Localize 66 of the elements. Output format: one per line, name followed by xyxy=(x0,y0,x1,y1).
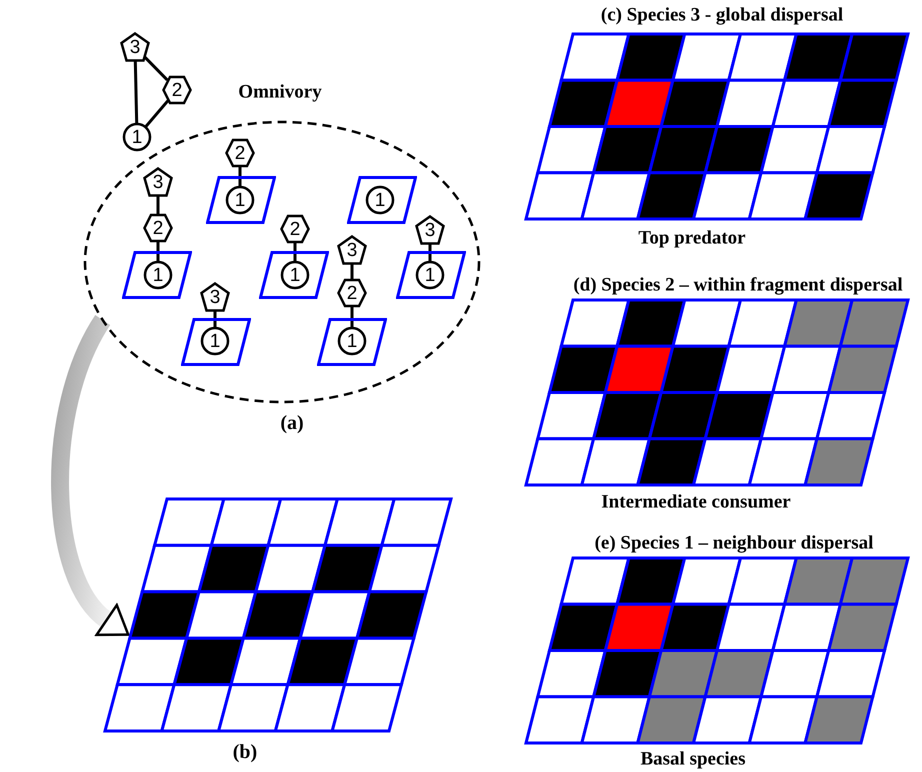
panel-letter: (b) xyxy=(232,742,258,762)
species-number: 3 xyxy=(424,220,436,240)
species-number: 1 xyxy=(152,266,164,284)
link-line xyxy=(144,56,168,82)
species-number: 2 xyxy=(234,144,246,162)
hexagon-node xyxy=(280,214,310,244)
species-number: 3 xyxy=(210,288,220,306)
species-number: 2 xyxy=(290,220,300,238)
circle-node xyxy=(365,185,395,215)
pentagon-node xyxy=(143,167,173,197)
panel-title: (c) Species 3 - global dispersal xyxy=(600,6,844,24)
habitat-patch xyxy=(181,318,251,366)
link-line xyxy=(156,196,160,214)
link-line xyxy=(294,243,296,261)
species-number: 1 xyxy=(424,266,436,284)
pentagon-node xyxy=(120,32,150,62)
panel-caption: Top predator xyxy=(638,228,746,248)
link-line xyxy=(156,242,160,261)
species-number: 1 xyxy=(346,332,358,350)
species-number: 1 xyxy=(290,266,300,284)
link-line xyxy=(144,100,170,128)
dashed-ellipse xyxy=(83,120,481,404)
species-number: 1 xyxy=(374,190,386,210)
panel-caption: Intermediate consumer xyxy=(601,492,791,512)
panel-title: (d) Species 2 – within fragment dispersal xyxy=(573,276,903,294)
panel-caption: Basal species xyxy=(640,750,746,768)
species-number: 2 xyxy=(152,218,164,238)
pentagon-node xyxy=(200,282,230,312)
panel-letter: (a) xyxy=(280,413,304,433)
species-number: 2 xyxy=(172,80,182,100)
species-number: 3 xyxy=(152,172,164,192)
hexagon-node xyxy=(337,278,367,308)
pentagon-node xyxy=(337,235,367,265)
circle-node xyxy=(337,326,367,356)
hexagon-node xyxy=(143,213,173,243)
food-web-title: Omnivory xyxy=(238,82,322,102)
pentagon-node xyxy=(415,215,445,245)
habitat-patch xyxy=(122,251,192,299)
curved-block-arrow xyxy=(51,316,128,639)
hexagon-node xyxy=(225,138,255,168)
link-line xyxy=(350,307,354,327)
habitat-patch xyxy=(206,176,276,224)
habitat-patch xyxy=(347,176,417,224)
species-number: 1 xyxy=(210,332,220,350)
species-number: 3 xyxy=(130,38,140,56)
species-number: 2 xyxy=(346,284,358,302)
link-line xyxy=(214,311,216,327)
landscape-grid xyxy=(103,497,453,733)
species-number: 1 xyxy=(132,128,142,146)
link-line xyxy=(134,60,138,124)
link-line xyxy=(238,167,242,186)
circle-node xyxy=(122,122,152,152)
panel-title: (e) Species 1 – neighbour dispersal xyxy=(594,534,874,552)
species-number: 3 xyxy=(346,240,358,260)
circle-node xyxy=(280,260,310,290)
hexagon-node xyxy=(162,75,192,105)
habitat-patch xyxy=(317,318,387,366)
species-number: 1 xyxy=(234,190,246,210)
circle-node xyxy=(225,185,255,215)
habitat-patch xyxy=(259,251,329,299)
habitat-patch xyxy=(396,251,466,299)
link-line xyxy=(350,264,354,279)
circle-node xyxy=(143,260,173,290)
circle-node xyxy=(200,326,230,356)
circle-node xyxy=(415,260,445,290)
link-line xyxy=(428,244,432,261)
